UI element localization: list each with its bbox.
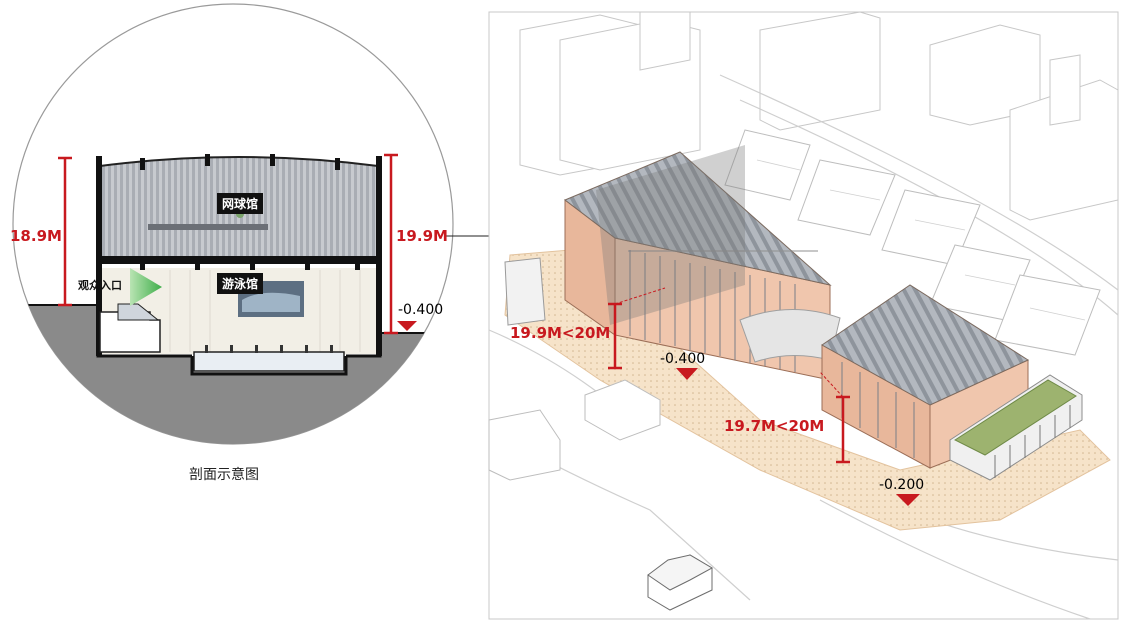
- entrance-arrow: [130, 268, 162, 306]
- swim-roof: [821, 284, 1030, 406]
- axo-elevation-a: -0.400: [660, 351, 706, 367]
- axonometric-view: [488, 11, 1119, 620]
- axo-height-a: 19.9M<20M: [510, 324, 611, 342]
- axo-elevation-b: -0.200: [879, 477, 925, 493]
- canopy: [739, 308, 841, 363]
- axo-elevation-marker-a: [676, 368, 698, 380]
- section-right-height: 19.9M: [396, 227, 448, 245]
- section-elevation-marker: [397, 321, 417, 331]
- tennis-hall-tag: 网球馆: [217, 193, 264, 214]
- section-plane: [596, 145, 745, 325]
- section-dimensions: [58, 153, 398, 335]
- section-ground-elevation: -0.400: [398, 302, 444, 318]
- axo-height-b: 19.7M<20M: [724, 417, 825, 435]
- axo-elevation-marker-b: [896, 494, 920, 506]
- section-caption: 剖面示意图: [189, 467, 259, 483]
- swimming-hall-tag: 游泳馆: [217, 273, 264, 294]
- section-left-height: 18.9M: [10, 227, 62, 245]
- entrance-label: 观众入口: [78, 279, 122, 292]
